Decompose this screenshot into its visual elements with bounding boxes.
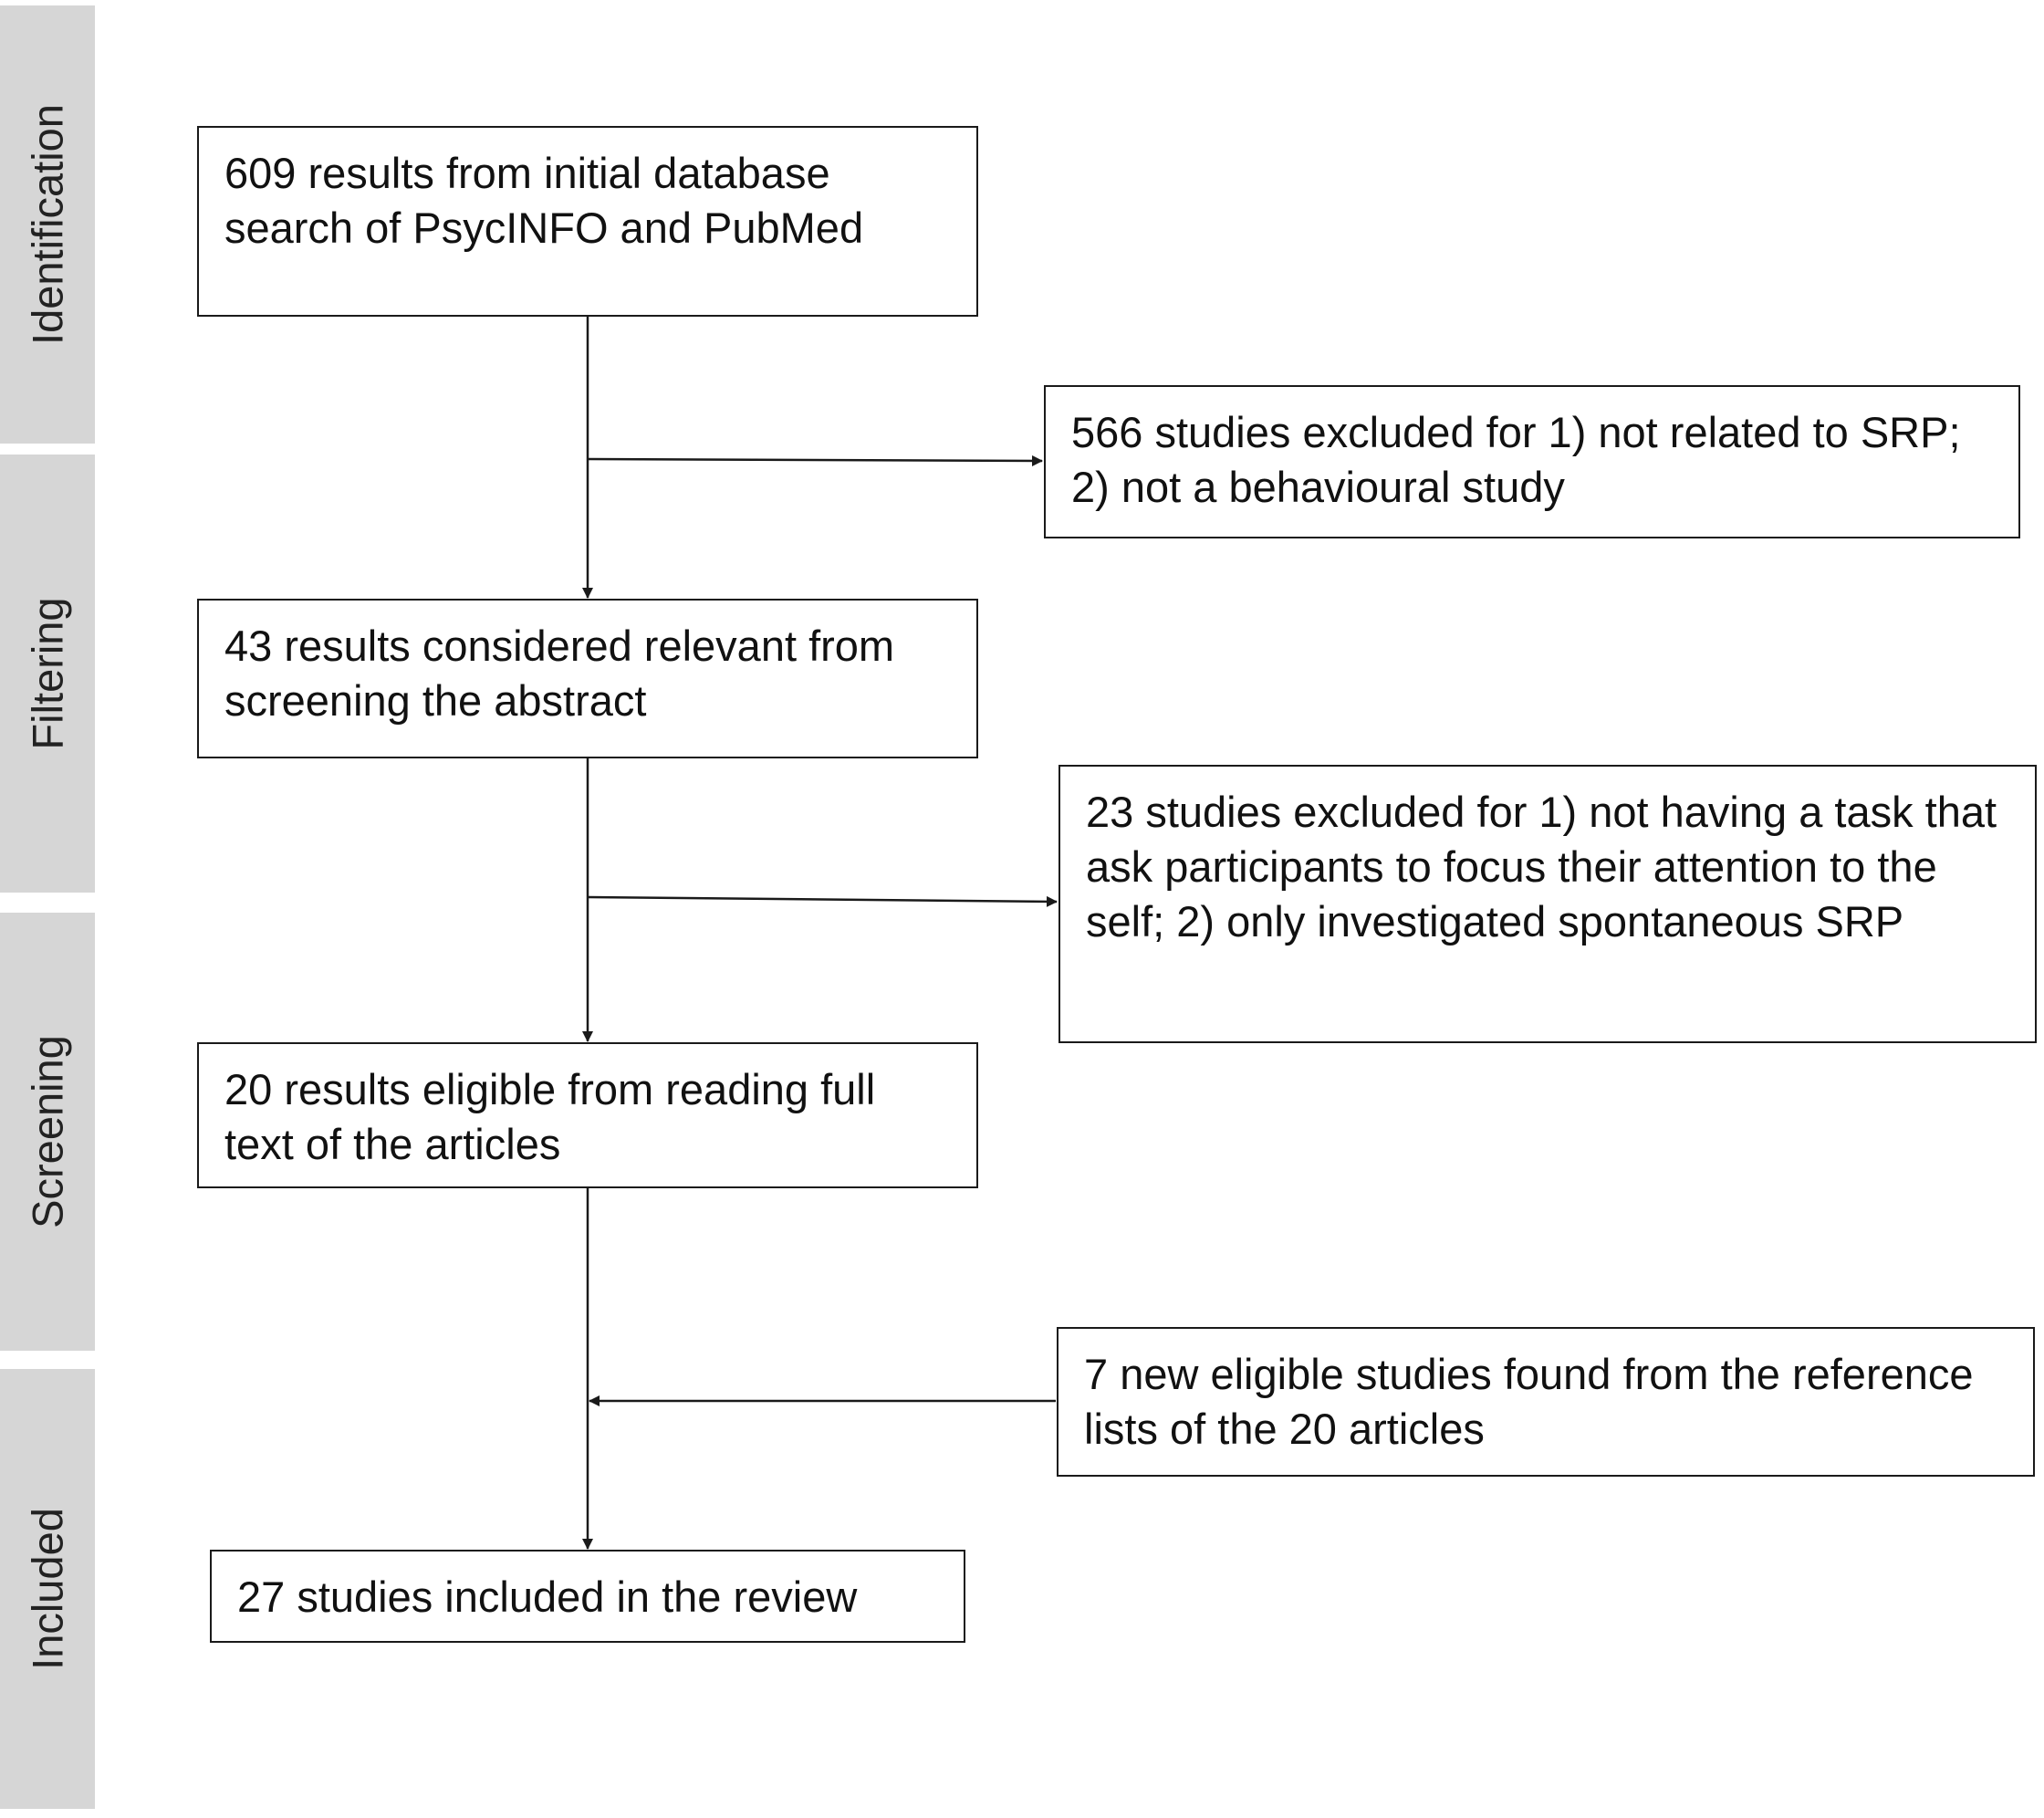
box-excluded-first: 566 studies excluded for 1) not related …	[1044, 385, 2020, 538]
box-included-review: 27 studies included in the review	[210, 1550, 965, 1643]
stage-band-filtering: Filtering	[0, 454, 95, 893]
box-eligible-fulltext: 20 results eligible from reading full te…	[197, 1042, 978, 1188]
box-excluded-second: 23 studies excluded for 1) not having a …	[1058, 765, 2037, 1043]
box-new-eligible: 7 new eligible studies found from the re…	[1057, 1327, 2035, 1477]
stage-band-screening: Screening	[0, 913, 95, 1351]
arrow-to-excluded-second	[587, 895, 1058, 907]
box-relevant-abstract: 43 results considered relevant from scre…	[197, 599, 978, 758]
arrow-to-excluded-first	[587, 454, 1043, 466]
box-initial-search: 609 results from initial database search…	[197, 126, 978, 317]
stage-band-included: Included	[0, 1369, 95, 1809]
stage-band-identification: Identification	[0, 5, 95, 444]
